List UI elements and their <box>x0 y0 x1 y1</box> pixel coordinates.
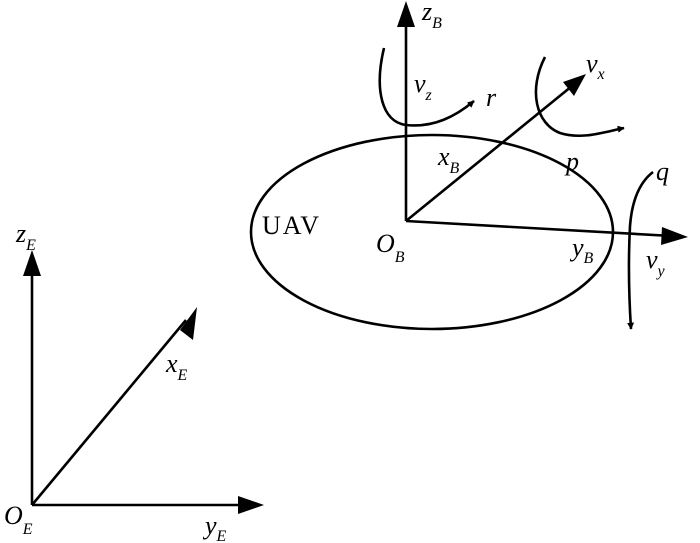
q-label: q <box>656 157 669 186</box>
earth-z-arrowhead <box>23 250 41 276</box>
earth-origin-label: OE <box>4 501 33 538</box>
p-rotation-arrow <box>534 56 625 138</box>
earth-z-label: zE <box>15 219 36 254</box>
body-y-label: yB <box>569 233 594 267</box>
p-label: p <box>564 147 579 176</box>
body-z-label: zB <box>421 0 442 32</box>
vx-label: vx <box>586 49 605 83</box>
earth-y-arrowhead <box>238 496 264 514</box>
body-origin-label: OB <box>376 229 405 266</box>
earth-x-arrowhead <box>180 307 197 340</box>
earth-frame: OE zE xE yE <box>4 219 264 543</box>
vz-label: vz <box>414 69 433 104</box>
vy-label: vy <box>646 245 666 280</box>
earth-x-axis <box>31 319 187 506</box>
q-rotation-arrow <box>627 170 654 330</box>
earth-y-label: yE <box>202 511 227 543</box>
body-y-arrowhead <box>661 227 688 245</box>
body-x-arrowhead <box>563 74 586 96</box>
uav-label: UAV <box>262 211 321 240</box>
body-y-axis <box>405 219 673 238</box>
earth-x-label: xE <box>165 349 188 384</box>
r-label: r <box>486 83 497 112</box>
body-x-axis <box>405 84 573 223</box>
body-z-arrowhead <box>397 1 415 27</box>
body-frame: OB zB xB yB <box>376 0 688 267</box>
r-rotation-arrow <box>378 47 475 127</box>
body-x-label: xB <box>437 142 460 177</box>
